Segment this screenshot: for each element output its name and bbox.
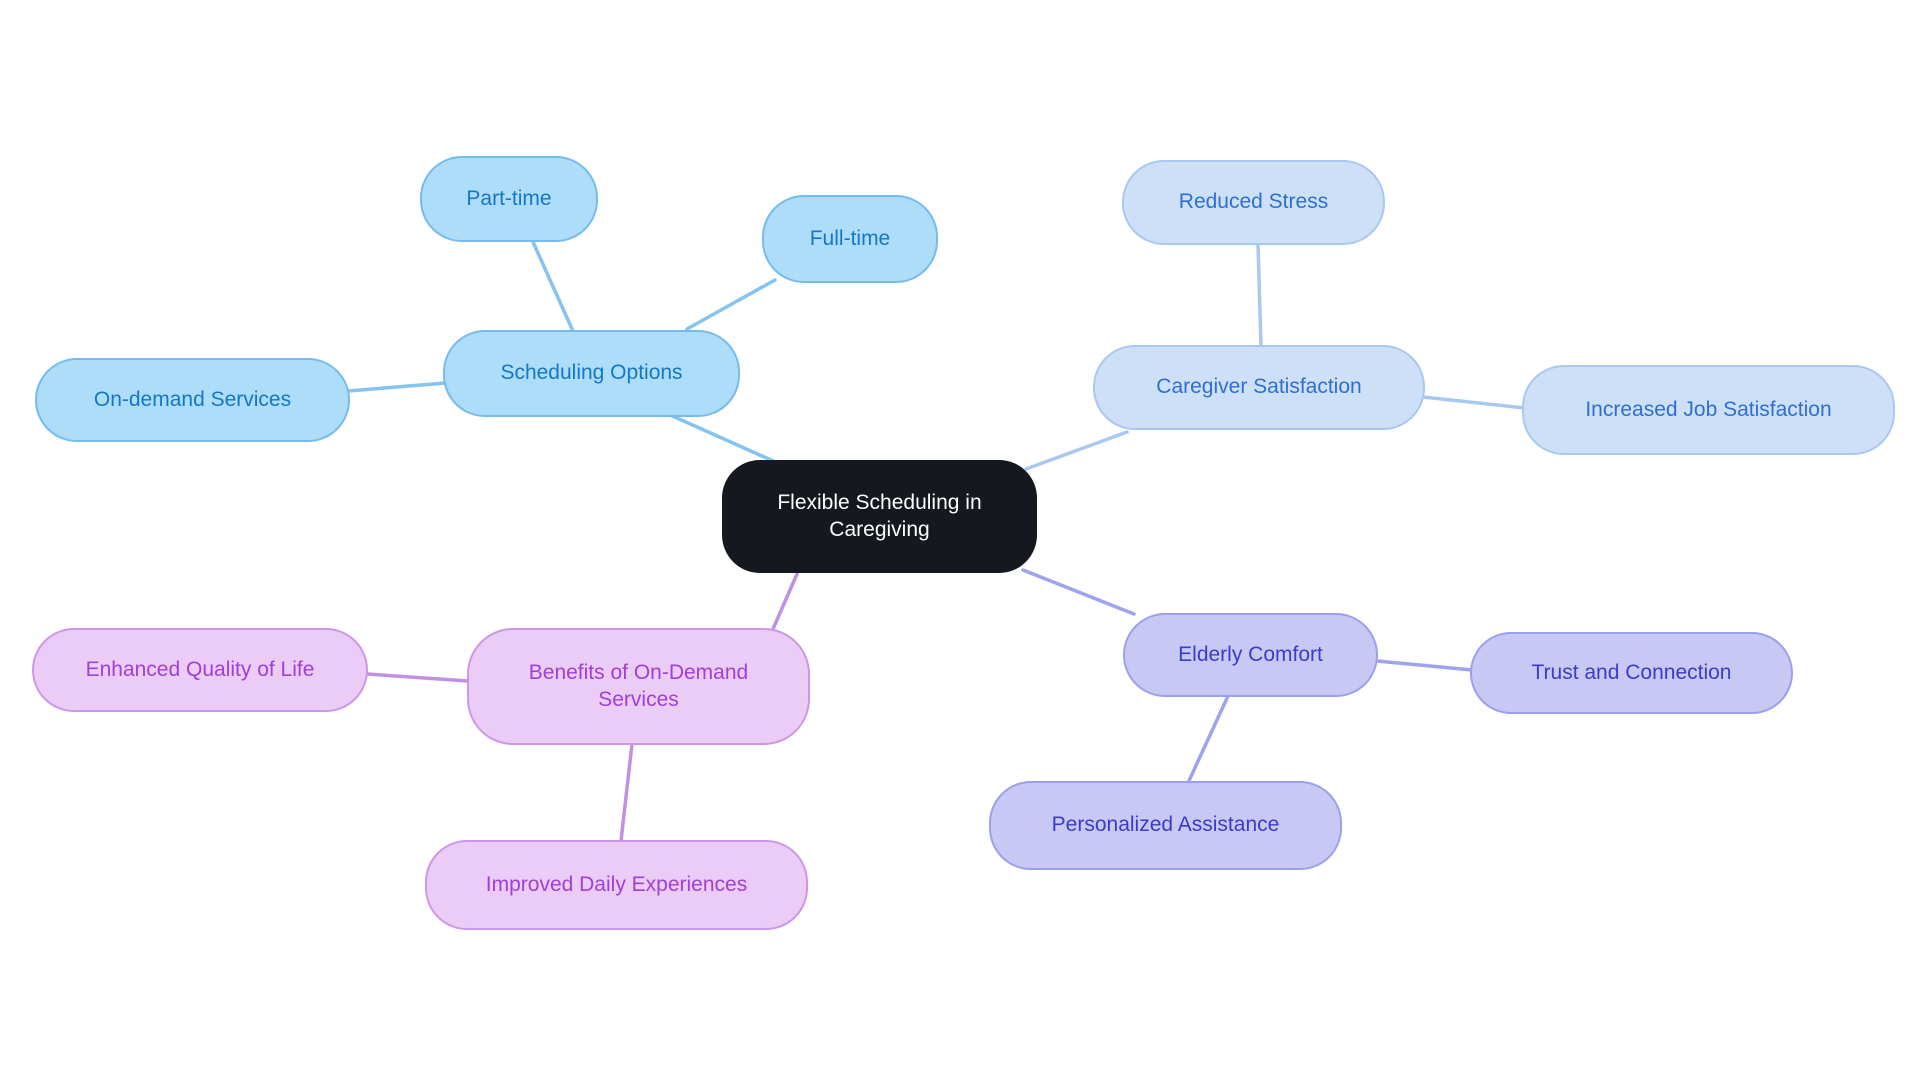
node-label: Benefits of On-Demand Services	[528, 660, 749, 711]
node-label: Scheduling Options	[500, 361, 683, 385]
node-benefits-of-on-demand-services[interactable]: Benefits of On-Demand Services	[467, 628, 810, 745]
edge-elderly-trust	[1375, 659, 1474, 672]
edge-root-benefits	[771, 572, 799, 631]
node-label: Enhanced Quality of Life	[85, 657, 315, 681]
edge-caregiver-increasedjob	[1421, 395, 1527, 410]
node-increased-job-satisfaction[interactable]: Increased Job Satisfaction	[1522, 365, 1895, 455]
node-label: On-demand Services	[93, 387, 292, 411]
node-reduced-stress[interactable]: Reduced Stress	[1122, 160, 1385, 245]
node-part-time[interactable]: Part-time	[420, 156, 598, 242]
node-label: Trust and Connection	[1531, 660, 1732, 684]
node-enhanced-quality-of-life[interactable]: Enhanced Quality of Life	[32, 628, 368, 712]
edge-root-caregiver	[1024, 430, 1129, 471]
node-caregiver-satisfaction[interactable]: Caregiver Satisfaction	[1093, 345, 1425, 430]
node-label: Flexible Scheduling in Caregiving	[777, 490, 982, 541]
node-trust-and-connection[interactable]: Trust and Connection	[1470, 632, 1793, 714]
node-root-flexible-scheduling[interactable]: Flexible Scheduling in Caregiving	[722, 460, 1037, 573]
node-label: Increased Job Satisfaction	[1585, 397, 1832, 421]
edge-elderly-personalized	[1186, 694, 1230, 785]
edge-scheduling-root	[666, 412, 782, 466]
edge-reducedstress-caregiver	[1256, 242, 1263, 349]
edge-ondemand-scheduling	[346, 381, 448, 393]
edge-fulltime-scheduling	[685, 278, 777, 331]
node-personalized-assistance[interactable]: Personalized Assistance	[989, 781, 1342, 870]
node-elderly-comfort[interactable]: Elderly Comfort	[1123, 613, 1378, 697]
node-scheduling-options[interactable]: Scheduling Options	[443, 330, 740, 417]
node-label: Full-time	[809, 226, 891, 250]
edge-root-elderly	[1021, 568, 1136, 616]
node-label: Part-time	[466, 186, 552, 210]
node-label: Reduced Stress	[1178, 190, 1329, 214]
node-label: Improved Daily Experiences	[485, 872, 748, 896]
edge-parttime-scheduling	[531, 240, 574, 331]
node-improved-daily-experiences[interactable]: Improved Daily Experiences	[425, 840, 808, 930]
node-label: Elderly Comfort	[1178, 642, 1323, 666]
node-full-time[interactable]: Full-time	[762, 195, 938, 283]
node-label: Personalized Assistance	[1051, 813, 1280, 837]
edge-enhanced-benefits	[365, 672, 470, 683]
node-on-demand-services[interactable]: On-demand Services	[35, 358, 350, 442]
edge-benefits-improved	[619, 742, 634, 843]
node-label: Caregiver Satisfaction	[1156, 375, 1362, 399]
